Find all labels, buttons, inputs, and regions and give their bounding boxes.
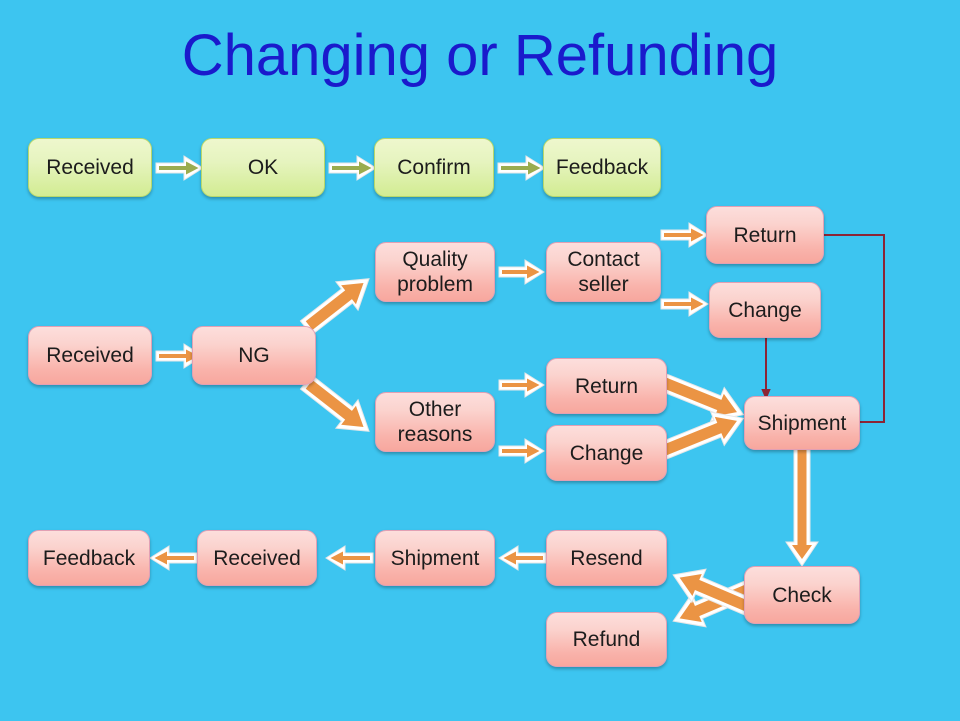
node-shipment-right[interactable]: Shipment <box>744 396 860 450</box>
node-label: Shipment <box>757 411 847 435</box>
node-label: NG <box>238 344 270 367</box>
node-other-reasons[interactable]: Other reasons <box>375 392 495 452</box>
arrow-quality-problem-to-contact-seller <box>498 259 545 285</box>
node-label-line1: Contact <box>567 248 640 271</box>
arrow-other-reasons-to-return <box>498 372 545 398</box>
arrow-check-to-refund <box>660 568 761 654</box>
arrow-contact-seller-to-return <box>660 222 709 248</box>
node-resend[interactable]: Resend <box>546 530 667 586</box>
node-green-ok[interactable]: OK <box>201 138 325 197</box>
arrow-bottom-received-to-feedback <box>149 545 198 571</box>
node-green-feedback[interactable]: Feedback <box>543 138 661 197</box>
node-label: Feedback <box>555 156 649 179</box>
node-contact-seller[interactable]: Contact seller <box>546 242 661 302</box>
node-green-confirm[interactable]: Confirm <box>374 138 494 197</box>
arrow-ng-to-other-reasons <box>299 368 388 438</box>
node-bottom-received[interactable]: Received <box>197 530 317 586</box>
arrow-contact-seller-to-change <box>660 291 709 317</box>
node-label-line2: problem <box>397 273 473 296</box>
connector-change-to-shipment <box>755 334 779 402</box>
node-label: Return <box>733 223 797 247</box>
arrow-change-mid-to-shipment <box>655 410 752 466</box>
node-label-line1: Quality <box>402 248 468 271</box>
node-ng-received[interactable]: Received <box>28 326 152 385</box>
node-change-mid[interactable]: Change <box>546 425 667 481</box>
arrow-bottom-shipment-to-received <box>325 545 374 571</box>
arrow-ng-to-quality-problem <box>299 272 388 342</box>
arrow-green-received-to-ok <box>155 155 204 181</box>
node-label-line2: seller <box>578 273 629 296</box>
node-bottom-feedback[interactable]: Feedback <box>28 530 150 586</box>
node-label-line1: Other <box>408 398 462 421</box>
node-label: Received <box>213 546 301 570</box>
arrow-other-reasons-to-change <box>498 438 545 464</box>
node-label: OK <box>247 156 279 179</box>
node-return-top[interactable]: Return <box>706 206 824 264</box>
arrow-resend-to-bottom-shipment <box>498 545 547 571</box>
node-bottom-shipment[interactable]: Shipment <box>375 530 495 586</box>
node-label: Received <box>46 344 134 367</box>
node-label: Refund <box>572 628 641 651</box>
arrow-green-confirm-to-feedback <box>497 155 546 181</box>
arrow-green-ok-to-confirm <box>328 155 377 181</box>
node-ng[interactable]: NG <box>192 326 316 385</box>
node-label: Resend <box>570 546 643 570</box>
node-label: Change <box>569 441 644 465</box>
node-label: Received <box>46 156 134 179</box>
node-label: Confirm <box>397 156 471 179</box>
node-label: Return <box>574 374 639 398</box>
node-label: Check <box>772 583 832 607</box>
node-quality-problem[interactable]: Quality problem <box>375 242 495 302</box>
page-title: Changing or Refunding <box>181 23 779 88</box>
node-label: Feedback <box>42 546 136 570</box>
node-refund[interactable]: Refund <box>546 612 667 667</box>
node-return-mid[interactable]: Return <box>546 358 667 414</box>
node-change-top[interactable]: Change <box>709 282 821 338</box>
node-green-received[interactable]: Received <box>28 138 152 197</box>
node-check[interactable]: Check <box>744 566 860 624</box>
node-label: Shipment <box>390 546 480 570</box>
arrow-shipment-to-check <box>784 445 820 568</box>
node-label: Change <box>728 298 802 322</box>
node-label-line2: reasons <box>397 423 473 446</box>
